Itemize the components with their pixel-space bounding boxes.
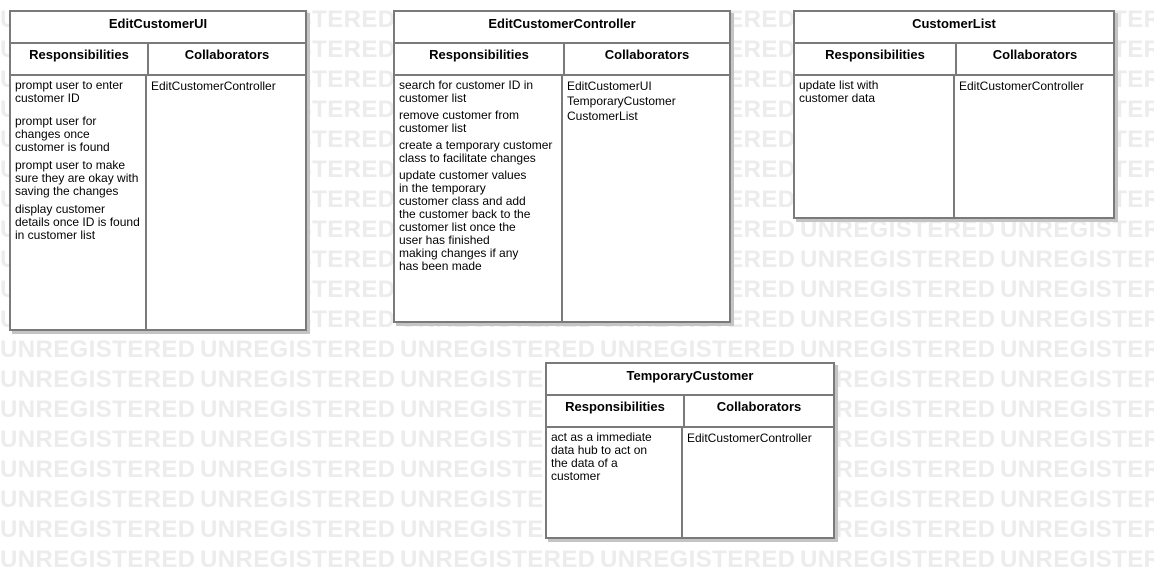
watermark-text: UNREGISTERED — [0, 336, 196, 363]
watermark-text: UNREGISTERED — [0, 516, 196, 543]
watermark-text: UNREGISTERED — [0, 456, 196, 483]
crc-card-edit-customer-controller[interactable]: EditCustomerController Responsibilities … — [393, 10, 731, 323]
crc-card-customer-list[interactable]: CustomerList Responsibilities Collaborat… — [793, 10, 1115, 219]
watermark-text: UNREGISTERED — [200, 486, 396, 513]
crc-card-temporary-customer[interactable]: TemporaryCustomer Responsibilities Colla… — [545, 362, 835, 539]
watermark-text: UNREGISTERED — [800, 306, 996, 333]
watermark-text: UNREGISTERED — [0, 366, 196, 393]
watermark-text: UNREGISTERED — [600, 336, 796, 363]
watermark-text: UNREGISTERED — [1000, 306, 1154, 333]
responsibilities-header: Responsibilities — [795, 44, 957, 74]
card-title: EditCustomerUI — [11, 12, 305, 44]
responsibility-item: create a temporary customer class to fac… — [399, 138, 553, 165]
responsibilities-header: Responsibilities — [11, 44, 149, 74]
collaborator-item: TemporaryCustomer — [567, 94, 676, 108]
responsibility-item: prompt user to enter customer ID — [15, 78, 124, 105]
watermark-text: UNREGISTERED — [800, 216, 996, 243]
watermark-text: UNREGISTERED — [200, 456, 396, 483]
watermark-text: UNREGISTERED — [400, 546, 596, 573]
watermark-text: UNREGISTERED — [200, 516, 396, 543]
watermark-text: UNREGISTERED — [1000, 426, 1154, 453]
card-header-row: Responsibilities Collaborators — [795, 44, 1113, 76]
watermark-text: UNREGISTERED — [0, 546, 196, 573]
watermark-text: UNREGISTERED — [0, 486, 196, 513]
watermark-text: UNREGISTERED — [1000, 336, 1154, 363]
responsibilities-list: search for customer ID in customer list … — [395, 76, 563, 321]
collaborator-item: EditCustomerController — [687, 431, 812, 445]
watermark-text: UNREGISTERED — [1000, 546, 1154, 573]
watermark-text: UNREGISTERED — [1000, 246, 1154, 273]
responsibility-item: prompt user to make sure they are okay w… — [15, 158, 139, 198]
responsibility-item: update list with customer data — [799, 78, 879, 105]
collaborator-item: CustomerList — [567, 109, 638, 123]
responsibility-item: search for customer ID in customer list — [399, 78, 534, 105]
watermark-text: UNREGISTERED — [800, 276, 996, 303]
collaborator-item: EditCustomerController — [151, 79, 276, 93]
card-header-row: Responsibilities Collaborators — [11, 44, 305, 76]
watermark-text: UNREGISTERED — [200, 336, 396, 363]
watermark-text: UNREGISTERED — [600, 546, 796, 573]
responsibilities-list: update list with customer data — [795, 76, 955, 217]
watermark-text: UNREGISTERED — [200, 366, 396, 393]
watermark-text: UNREGISTERED — [1000, 216, 1154, 243]
watermark-text: UNREGISTERED — [1000, 456, 1154, 483]
watermark-text: UNREGISTERED — [1000, 516, 1154, 543]
collaborators-list: EditCustomerController — [955, 76, 1113, 217]
collaborators-header: Collaborators — [604, 47, 690, 62]
watermark-text: UNREGISTERED — [0, 426, 196, 453]
responsibilities-list: act as a immediate data hub to act on th… — [547, 428, 683, 537]
watermark-text: UNREGISTERED — [200, 546, 396, 573]
collaborators-header: Collaborators — [992, 47, 1078, 62]
watermark-text: UNREGISTERED — [1000, 276, 1154, 303]
responsibilities-list: prompt user to enter customer ID prompt … — [11, 76, 147, 329]
watermark-text: UNREGISTERED — [1000, 396, 1154, 423]
collaborators-list: EditCustomerUI TemporaryCustomer Custome… — [563, 76, 729, 321]
watermark-text: UNREGISTERED — [1000, 486, 1154, 513]
watermark-text: UNREGISTERED — [200, 396, 396, 423]
card-title: CustomerList — [795, 12, 1113, 44]
collaborator-item: EditCustomerController — [959, 79, 1084, 93]
watermark-text: UNREGISTERED — [0, 396, 196, 423]
collaborators-header: Collaborators — [184, 47, 270, 62]
card-title: EditCustomerController — [395, 12, 729, 44]
responsibility-item: display customer details once ID is foun… — [15, 202, 140, 242]
collaborators-header: Collaborators — [716, 399, 802, 414]
watermark-text: UNREGISTERED — [200, 426, 396, 453]
watermark-text: UNREGISTERED — [800, 246, 996, 273]
responsibility-item: update customer values in the temporary … — [399, 168, 531, 273]
watermark-text: UNREGISTERED — [1000, 366, 1154, 393]
card-title: TemporaryCustomer — [547, 364, 833, 396]
responsibilities-header: Responsibilities — [547, 396, 685, 426]
watermark-text: UNREGISTERED — [800, 336, 996, 363]
responsibility-item: remove customer from customer list — [399, 108, 520, 135]
card-header-row: Responsibilities Collaborators — [395, 44, 729, 76]
crc-card-edit-customer-ui[interactable]: EditCustomerUI Responsibilities Collabor… — [9, 10, 307, 331]
responsibilities-header: Responsibilities — [395, 44, 565, 74]
card-header-row: Responsibilities Collaborators — [547, 396, 833, 428]
responsibility-item: prompt user for changes once customer is… — [15, 114, 110, 154]
collaborators-list: EditCustomerController — [683, 428, 833, 537]
watermark-text: UNREGISTERED — [800, 546, 996, 573]
responsibility-item: act as a immediate data hub to act on th… — [551, 430, 652, 483]
collaborator-item: EditCustomerUI — [567, 79, 652, 93]
collaborators-list: EditCustomerController — [147, 76, 305, 329]
watermark-text: UNREGISTERED — [400, 336, 596, 363]
